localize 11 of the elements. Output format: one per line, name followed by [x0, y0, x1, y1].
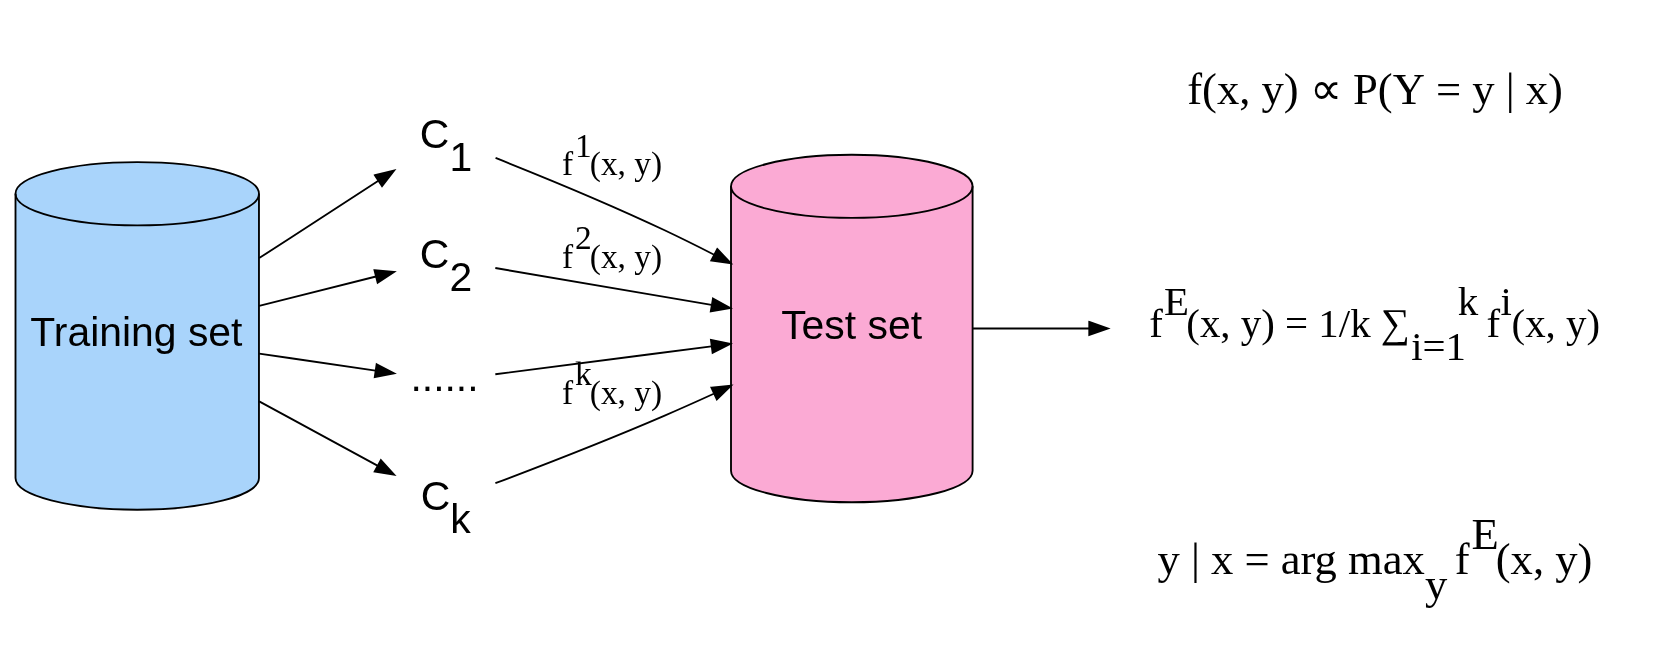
arrow — [494, 156, 734, 265]
node-text: ...... — [410, 353, 479, 400]
label: f(x, y) ∝ P(Y = y | x) — [1187, 63, 1563, 114]
arrow — [494, 338, 733, 375]
arrow — [494, 266, 733, 312]
arrow — [494, 384, 734, 484]
arrow — [972, 320, 1111, 336]
arrow — [258, 352, 397, 378]
arrow — [258, 399, 397, 476]
arrow — [258, 268, 397, 307]
arrow — [258, 168, 397, 259]
